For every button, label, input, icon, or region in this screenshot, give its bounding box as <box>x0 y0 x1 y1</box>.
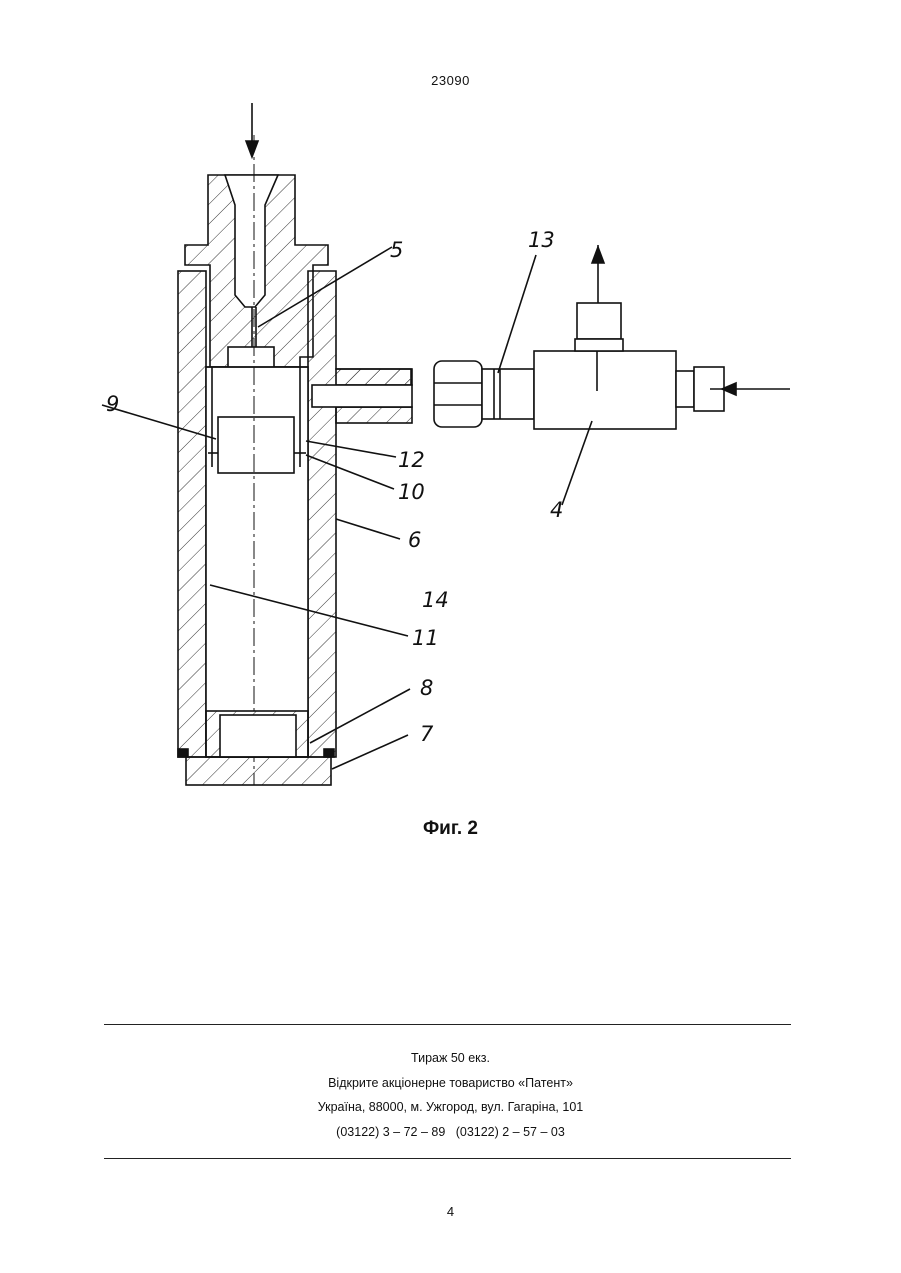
imprint-address: Україна, 88000, м. Ужгород, вул. Гагарін… <box>0 1095 901 1120</box>
patent-number: 23090 <box>0 73 901 88</box>
housing-right-wall <box>308 271 411 757</box>
bottom-cap <box>186 757 331 785</box>
outlet-pipe <box>336 369 412 385</box>
footer-top-rule <box>104 1024 791 1025</box>
imprint-print-run: Тираж 50 екз. <box>0 1046 901 1071</box>
label-13: 13 <box>528 228 555 252</box>
coupling-nut <box>434 361 482 427</box>
label-4: 4 <box>550 498 563 522</box>
technical-drawing: 5 13 9 12 10 4 6 14 11 8 7 <box>100 95 805 800</box>
figure-caption: Фиг. 2 <box>0 818 901 840</box>
label-5: 5 <box>390 238 403 262</box>
label-7: 7 <box>420 722 434 746</box>
label-6: 6 <box>408 528 421 552</box>
label-14: 14 <box>422 588 449 612</box>
page-number: 4 <box>0 1204 901 1219</box>
label-11: 11 <box>412 626 439 650</box>
imprint-block: Тираж 50 екз. Відкрите акціонерне товари… <box>0 1046 901 1144</box>
label-9: 9 <box>106 392 119 416</box>
label-10: 10 <box>398 480 425 504</box>
imprint-phones: (03122) 3 – 72 – 89 (03122) 2 – 57 – 03 <box>0 1120 901 1145</box>
imprint-publisher: Відкрите акціонерне товариство «Патент» <box>0 1071 901 1096</box>
label-8: 8 <box>420 676 433 700</box>
housing-left-wall <box>178 271 206 757</box>
piston <box>218 417 294 473</box>
footer-bottom-rule <box>104 1158 791 1159</box>
device-body <box>534 351 676 429</box>
label-12: 12 <box>398 448 425 472</box>
